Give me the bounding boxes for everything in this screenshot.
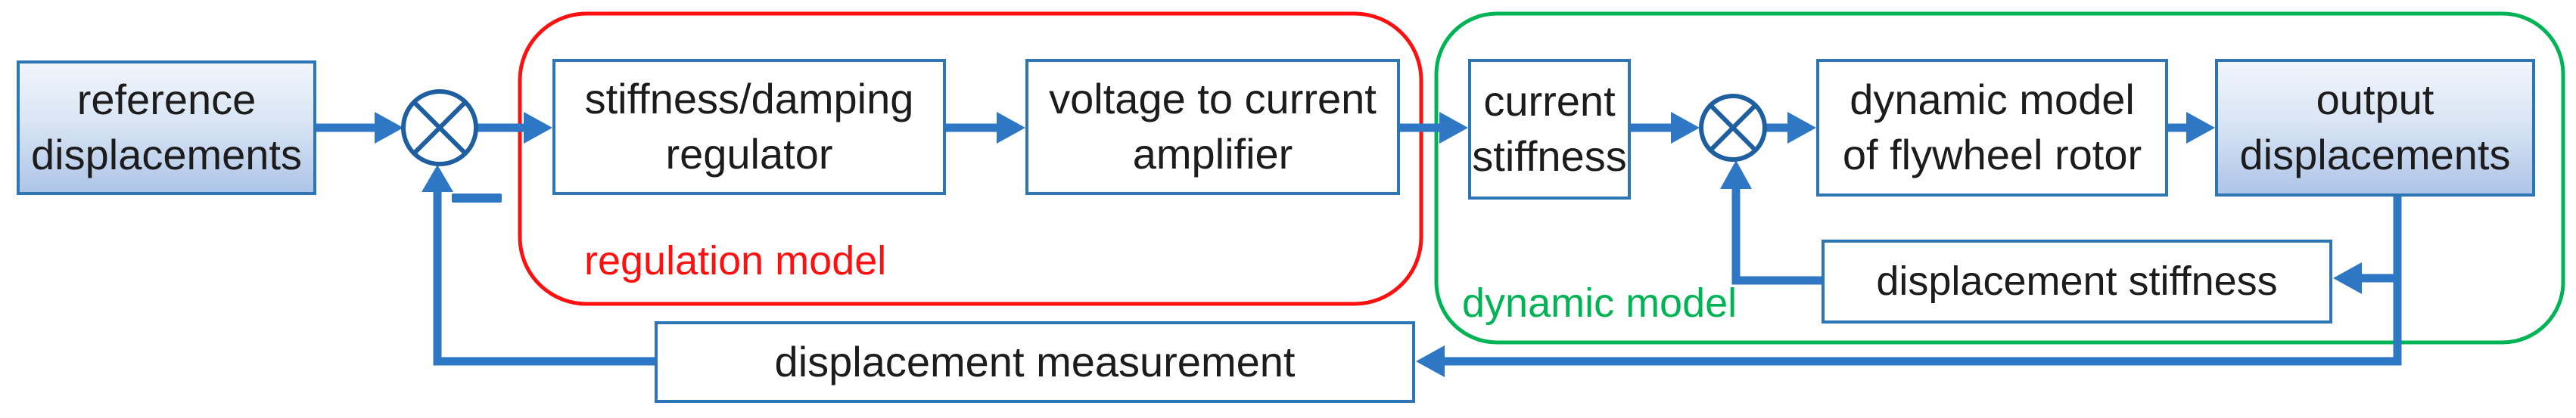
arrow-measurement-to-junction1 <box>422 165 655 366</box>
arrow-amplifier-to-current-stiffness <box>1400 112 1468 144</box>
arrow-junction2-to-rotor <box>1765 112 1816 144</box>
regulation-model-region-outline <box>518 11 1423 306</box>
summing-junction-2 <box>1699 94 1767 162</box>
summing-junction-1 <box>401 89 478 166</box>
arrow-output-to-measurement-feedback <box>1416 193 2402 377</box>
minus-sign <box>452 194 502 203</box>
arrow-displacement-stiffness-to-junction2 <box>1720 160 1822 285</box>
box-displacement-stiffness: displacement stiffness <box>1822 240 2332 324</box>
arrow-reference-to-junction1 <box>316 112 403 144</box>
box-current-stiffness: current stiffness <box>1468 59 1631 200</box>
arrow-junction1-to-regulator <box>476 112 552 144</box>
arrow-regulator-to-amplifier <box>946 112 1025 144</box>
box-voltage-to-current-amplifier: voltage to current amplifier <box>1025 59 1400 195</box>
box-reference-displacements: reference displacements <box>17 60 316 195</box>
arrow-current-stiffness-to-junction2 <box>1631 112 1700 144</box>
arrow-output-to-displacement-stiffness <box>2333 262 2394 294</box>
dynamic-model-region-outline <box>1434 11 2565 345</box>
arrow-rotor-to-output <box>2168 112 2215 144</box>
box-output-displacements: output displacements <box>2215 59 2535 197</box>
label-regulation-model: regulation model <box>584 238 887 283</box>
box-dynamic-model-of-flywheel-rotor: dynamic model of flywheel rotor <box>1816 59 2168 197</box>
box-displacement-measurement: displacement measurement <box>655 321 1415 403</box>
label-dynamic-model: dynamic model <box>1462 280 1738 326</box>
box-stiffness-damping-regulator: stiffness/damping regulator <box>552 59 946 195</box>
